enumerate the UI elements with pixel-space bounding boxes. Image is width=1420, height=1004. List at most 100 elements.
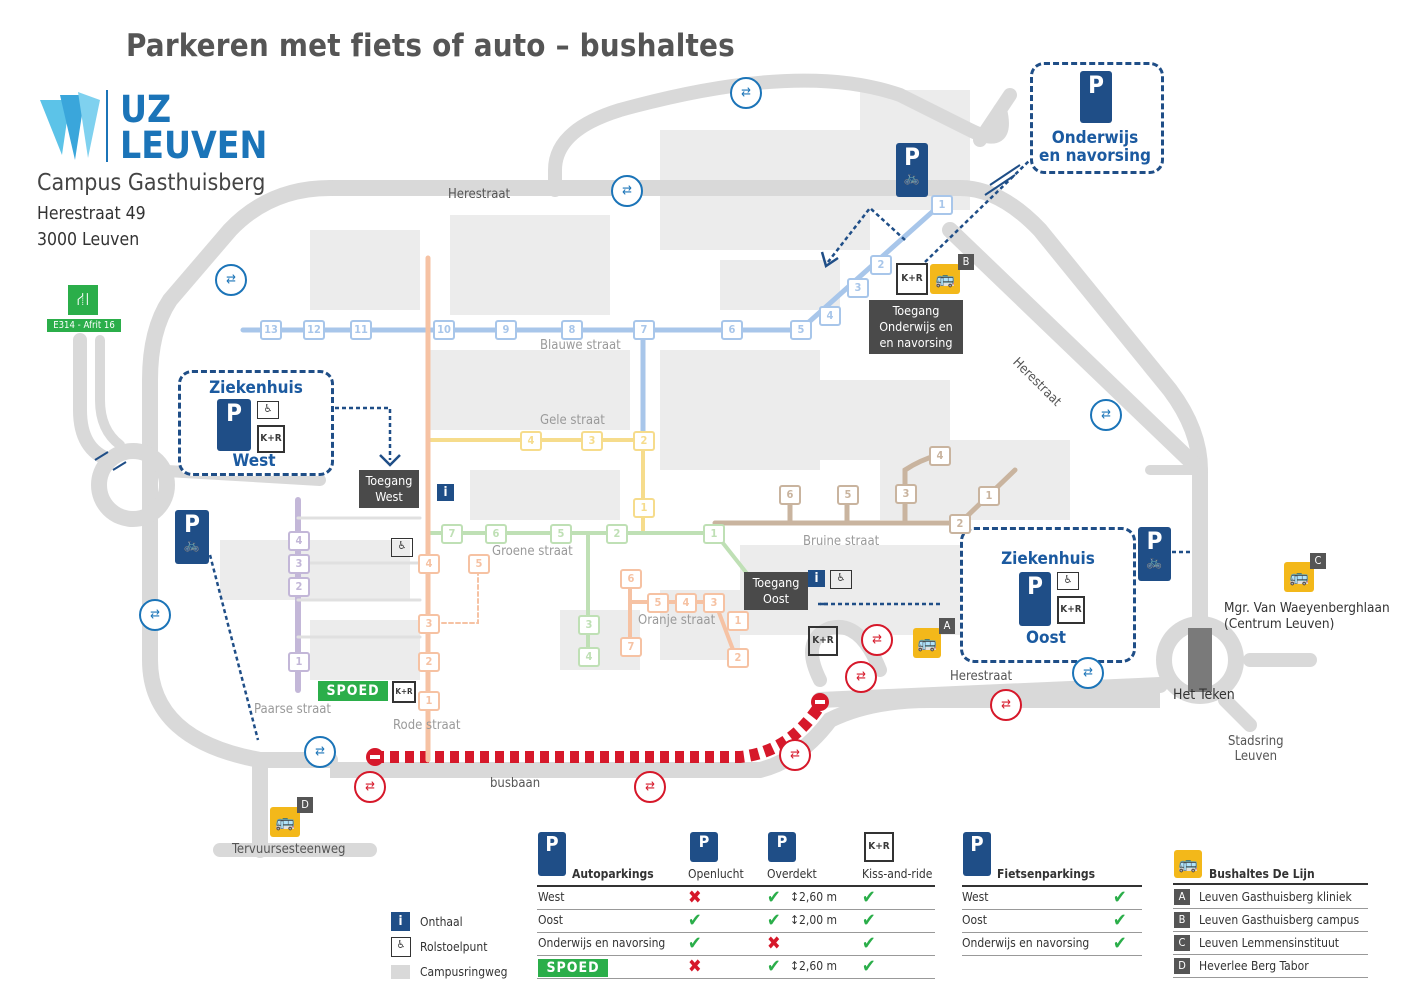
street-stadsring: Stadsring Leuven (1228, 734, 1284, 764)
entrance-west[interactable]: Toegang West (359, 470, 419, 508)
spoed-label: SPOED (538, 959, 608, 977)
corridor-marker: 4 (520, 431, 542, 451)
traffic-direction-icon: ⇄ (990, 689, 1022, 721)
entrance-onderwijs[interactable]: Toegang Onderwijs en en navorsing (869, 300, 963, 354)
traffic-direction-icon: ⇄ (215, 264, 247, 296)
address-city: 3000 Leuven (37, 230, 140, 250)
bus-stop-letter: A (1174, 889, 1190, 905)
traffic-direction-icon: ⇄ (634, 771, 666, 803)
corridor-marker: 10 (433, 320, 455, 340)
highway-icon: ⛙ (68, 285, 98, 315)
legend-row-name: Leuven Gasthuisberg kliniek (1199, 890, 1352, 904)
zone-onderwijs[interactable]: P Onderwijs en navorsing (1030, 62, 1164, 174)
traffic-direction-icon: ⇄ (304, 736, 336, 768)
bus-stop-d[interactable]: D (297, 797, 313, 813)
wheelchair-icon: ♿ (1057, 572, 1079, 590)
legend-bus-heading: Bushaltes De Lijn (1209, 867, 1315, 881)
corridor-marker: 2 (288, 577, 310, 597)
corridor-marker: 12 (303, 320, 325, 340)
corridor-marker: 6 (721, 320, 743, 340)
kiss-and-ride-icon: K+R (808, 626, 838, 656)
corridor-groen: Groene straat (492, 544, 573, 559)
corridor-marker: 1 (418, 691, 440, 711)
bus-stop-b[interactable]: B (958, 254, 974, 270)
legend-row-name: Onderwijs en navorsing (962, 936, 1090, 950)
legend-height: ↕2,60 m (790, 890, 838, 904)
corridor-marker: 2 (633, 431, 655, 451)
corridor-marker: 3 (288, 554, 310, 574)
corridor-marker: 6 (779, 485, 801, 505)
logo-text: UZ LEUVEN (120, 91, 268, 167)
corridor-marker: 1 (931, 195, 953, 215)
het-teken-building (1188, 628, 1212, 692)
bus-icon: 🚌 (270, 807, 300, 837)
info-icon: i (391, 912, 410, 931)
zone-ziekenhuis-oost[interactable]: Ziekenhuis P ♿ K+R Oost (960, 527, 1136, 663)
corridor-paars: Paarse straat (254, 702, 332, 717)
bus-stop-letter: B (1174, 912, 1190, 928)
parking-icon: P (1019, 572, 1051, 626)
corridor-blauw: Blauwe straat (540, 338, 621, 353)
bike-parking-icon: P (963, 832, 991, 876)
traffic-direction-icon: ⇄ (1090, 399, 1122, 431)
spoed-label[interactable]: SPOED (318, 681, 388, 701)
corridor-marker: 2 (949, 514, 971, 534)
corridor-marker: 4 (929, 446, 951, 466)
check-icon: ✔ (862, 910, 876, 931)
corridor-marker: 2 (606, 524, 628, 544)
traffic-direction-icon: ⇄ (354, 771, 386, 803)
legend-divider (1173, 977, 1368, 978)
campus-name: Campus Gasthuisberg (37, 170, 266, 196)
bike-parking-oost[interactable]: P🚲 (1138, 527, 1171, 581)
legend-col-kiss: Kiss-and-ride (862, 867, 933, 881)
corridor-marker: 7 (633, 320, 655, 340)
bike-parking-west[interactable]: P🚲 (175, 510, 209, 564)
street-centrum: (Centrum Leuven) (1224, 616, 1335, 632)
corridor-marker: 5 (647, 593, 669, 613)
corridor-marker: 4 (675, 593, 697, 613)
corridor-marker: 13 (260, 320, 282, 340)
corridor-marker: 8 (561, 320, 583, 340)
parking-icon: P (217, 399, 251, 451)
corridor-marker: 9 (495, 320, 517, 340)
bike-parking-onderwijs[interactable]: P🚲 (896, 143, 928, 197)
street-tervuursesteenweg: Tervuursesteenweg (232, 842, 346, 857)
corridor-marker: 1 (727, 611, 749, 631)
bus-stop-a[interactable]: A (939, 618, 955, 634)
check-icon: ✔ (862, 933, 876, 954)
corridor-marker: 1 (978, 486, 1000, 506)
legend-row-name: Leuven Gasthuisberg campus (1199, 913, 1360, 927)
corridor-marker: 4 (819, 306, 841, 326)
corridor-marker: 6 (620, 569, 642, 589)
parking-icon: P (1080, 71, 1112, 123)
corridor-marker: 4 (578, 647, 600, 667)
cross-icon: ✖ (688, 956, 702, 977)
legend-divider (537, 932, 935, 933)
entrance-oost[interactable]: Toegang Oost (744, 572, 808, 610)
logo-line2: LEUVEN (120, 124, 268, 167)
legend-col-overdekt: Overdekt (767, 867, 817, 881)
legend-height: ↕2,60 m (790, 959, 838, 973)
legend-col-openlucht: Openlucht (688, 867, 744, 881)
bus-stop-c[interactable]: C (1310, 553, 1326, 569)
traffic-direction-icon: ⇄ (611, 175, 643, 207)
bus-icon: 🚌 (1284, 562, 1314, 592)
corridor-marker: 5 (468, 554, 490, 574)
street-herestraat-top: Herestraat (448, 187, 511, 202)
wheelchair-icon: ♿ (830, 570, 852, 589)
corridor-marker: 3 (581, 431, 603, 451)
legend-row-name: Oost (538, 913, 563, 927)
bus-stop-letter: C (1174, 935, 1190, 951)
legend-onthaal: Onthaal (420, 915, 463, 929)
highway-exit-label: E314 - Afrit 16 (47, 319, 121, 332)
zone-ziekenhuis-west[interactable]: Ziekenhuis P ♿ K+R West (178, 370, 334, 476)
wheelchair-icon: ♿ (257, 401, 279, 419)
traffic-direction-icon: ⇄ (730, 77, 762, 109)
legend-divider (1173, 931, 1368, 932)
corridor-marker: 6 (485, 524, 507, 544)
legend-row-name: West (962, 890, 989, 904)
legend-fietsen-heading: Fietsenparkings (997, 867, 1096, 881)
zone-west-line1: Ziekenhuis (209, 378, 303, 398)
legend-row-name: Leuven Lemmensinstituut (1199, 936, 1340, 950)
corridor-marker: 1 (288, 652, 310, 672)
